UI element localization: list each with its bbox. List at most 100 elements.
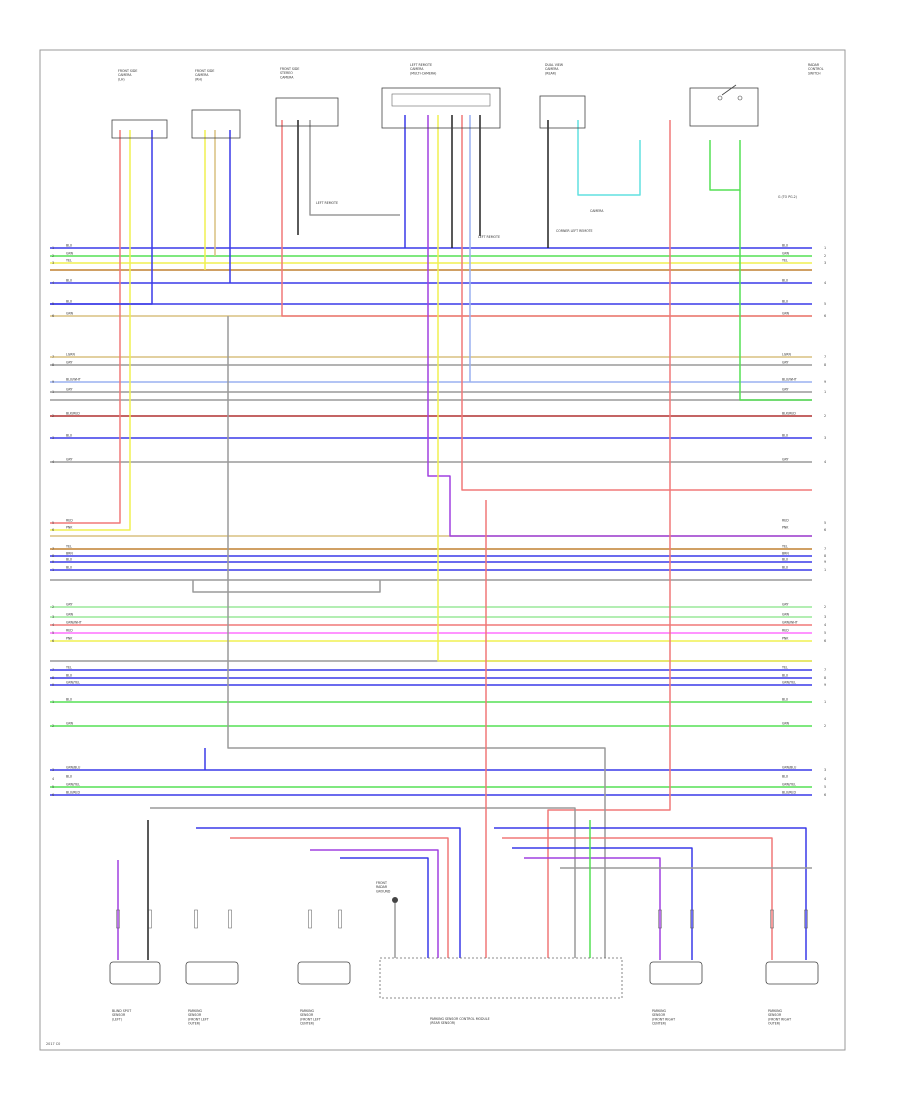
bus-pin-number: 1 xyxy=(824,246,826,250)
bus-label: GRY xyxy=(782,388,788,392)
run-wire-26 xyxy=(150,807,576,958)
run-wire-20 xyxy=(739,190,812,401)
run-wire-21 xyxy=(192,580,381,593)
bus-pin-number: 5 xyxy=(824,785,826,789)
bus-label: GRN/WHT xyxy=(782,621,798,625)
bus-pin-number: 6 xyxy=(824,639,826,643)
bus-label: BLU xyxy=(782,434,789,438)
bus-pin-number: 1 xyxy=(52,568,54,572)
bus-label: GRN xyxy=(782,722,790,726)
run-wire-30 xyxy=(340,857,429,958)
note-corner-left-remote: CORNER LEFT REMOTE xyxy=(556,229,593,233)
bus-label: GRN xyxy=(66,722,74,726)
bus-label: BLU/RED xyxy=(66,791,80,795)
run-wire-8 xyxy=(309,120,400,216)
bus-pin-number: 4 xyxy=(824,623,826,627)
bus-label: GRY xyxy=(66,388,72,392)
component-label: PARKING SENSOR CONTROL MODULE(REAR SENSO… xyxy=(430,1017,490,1025)
connector-terminal xyxy=(148,909,152,929)
connector-terminal xyxy=(658,909,662,929)
bus-pin-number: 2 xyxy=(52,605,54,609)
bus-label: RED xyxy=(782,629,789,633)
bus-pin-number: 9 xyxy=(52,380,54,384)
bus-pin-number: 9 xyxy=(824,560,826,564)
bus-pin-number: 1 xyxy=(52,700,54,704)
bus-pin-number: 3 xyxy=(52,768,54,772)
connector-terminal xyxy=(804,909,808,929)
bus-label: YEL xyxy=(66,545,72,549)
bus-pin-number: 5 xyxy=(824,521,826,525)
bus-pin-number: 6 xyxy=(52,793,54,797)
bus-label: GRN xyxy=(66,613,74,617)
bus-pin-number: 6 xyxy=(824,314,826,318)
bus-pin-number: 2 xyxy=(52,254,54,258)
bus-label: BLU xyxy=(782,698,789,702)
bus-pin-number: 5 xyxy=(52,521,54,525)
bus-label: BLU xyxy=(66,279,73,283)
run-wire-32 xyxy=(494,827,807,960)
footer-code: 2017 C0 xyxy=(46,1042,60,1046)
bus-pin-number: 4 xyxy=(52,460,54,464)
run-wire-19 xyxy=(709,140,741,191)
bus-pin-number: 8 xyxy=(824,363,826,367)
bus-pin-number: 4 xyxy=(52,623,54,627)
bus-label: BLU xyxy=(66,566,73,570)
bus-pin-number: 1 xyxy=(824,390,826,394)
bus-label: GRN xyxy=(782,312,790,316)
bus-label: RED xyxy=(66,629,73,633)
bus-label: YEL xyxy=(782,666,788,670)
run-wire-10 xyxy=(427,115,812,537)
diagram-frame xyxy=(39,49,846,1051)
bus-pin-number: 5 xyxy=(52,785,54,789)
connector-terminal xyxy=(116,909,120,929)
bus-pin-number: 5 xyxy=(52,631,54,635)
bus-pin-number: 8 xyxy=(824,554,826,558)
bus-pin-number: 7 xyxy=(824,668,826,672)
bus-label: GRN/WHT xyxy=(66,621,82,625)
bus-label: GRN/YEL xyxy=(66,783,80,787)
bus-pin-number: 6 xyxy=(52,314,54,318)
bus-pin-number: 1 xyxy=(824,568,826,572)
bus-label: LGRN xyxy=(66,353,75,357)
bus-label: PNK xyxy=(66,637,73,641)
bus-pin-number: 8 xyxy=(52,676,54,680)
bus-label: BLU/WHT xyxy=(66,378,81,382)
connector-terminal xyxy=(338,909,342,929)
wire-layer xyxy=(50,115,812,960)
bus-pin-number: 3 xyxy=(824,261,826,265)
run-wire-11 xyxy=(437,115,812,662)
bus-label: GRY xyxy=(782,361,788,365)
bus-pin-number: 4 xyxy=(52,281,54,285)
bus-pin-number: 3 xyxy=(52,261,54,265)
bus-label: PNK xyxy=(782,637,789,641)
bus-label: BLU xyxy=(782,674,789,678)
run-wire-18 xyxy=(547,120,671,958)
bus-label: GRN/YEL xyxy=(782,681,796,685)
bus-label: GRY xyxy=(66,458,72,462)
connector-terminal xyxy=(194,909,198,929)
bus-pin-number: 5 xyxy=(824,302,826,306)
bus-label: BLU xyxy=(66,558,73,562)
bus-pin-number: 3 xyxy=(52,436,54,440)
bus-label: YEL xyxy=(782,259,788,263)
connector-terminal xyxy=(308,909,312,929)
run-wire-0 xyxy=(50,130,121,524)
run-wire-13 xyxy=(461,115,812,491)
run-wire-6 xyxy=(281,120,812,317)
